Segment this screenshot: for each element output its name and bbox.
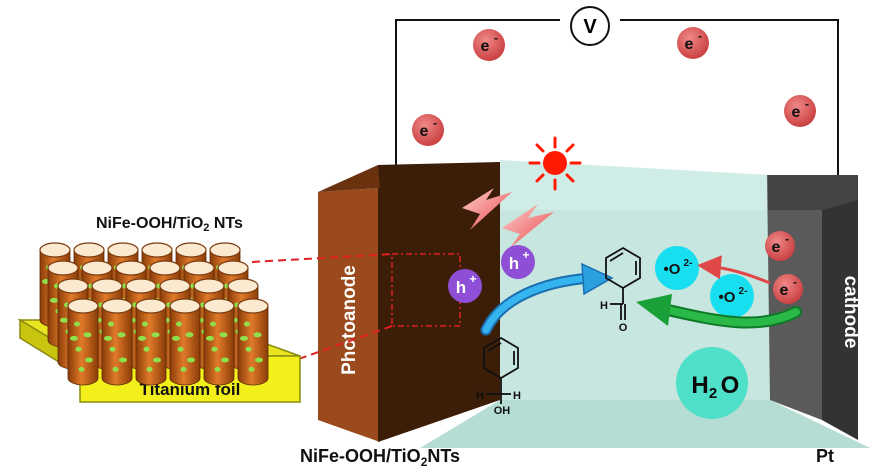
- green-arrow: [636, 294, 802, 329]
- nanotube: [135, 298, 167, 386]
- sun-icon: [528, 136, 582, 191]
- oxidation-arrow: [480, 262, 614, 336]
- svg-text:O: O: [721, 372, 740, 399]
- svg-text:h: h: [509, 254, 519, 273]
- svg-text:-: -: [433, 116, 437, 130]
- anode-material-label: NiFe-OOH/TiO2 NTs: [96, 215, 243, 234]
- svg-text:2: 2: [709, 385, 717, 402]
- external-circuit: [395, 19, 839, 190]
- photoanode-electrode: Photoanode: [318, 162, 500, 442]
- nanotube: [101, 298, 133, 386]
- nanotube: [169, 298, 201, 386]
- anode-material-bottom-label: NiFe-OOH/TiO2NTs: [300, 446, 460, 469]
- svg-text:•O: •O: [719, 289, 736, 306]
- zoom-lines: [251, 253, 393, 373]
- superoxide-radical: •O 2-: [655, 246, 699, 290]
- svg-text:H: H: [691, 372, 708, 399]
- nanotube: [203, 298, 235, 386]
- svg-text:-: -: [494, 31, 498, 45]
- benzaldehyde-molecule: [605, 246, 641, 320]
- alcohol-h-label: H: [513, 390, 521, 402]
- electron: e -: [473, 29, 505, 61]
- svg-text:e: e: [685, 36, 694, 53]
- cathode-label: cathode: [840, 276, 861, 349]
- svg-text:+: +: [469, 272, 476, 286]
- photoanode-label: Photoanode: [339, 265, 360, 375]
- svg-text:-: -: [785, 232, 789, 246]
- hole: h +: [501, 245, 535, 279]
- svg-text:e: e: [780, 282, 789, 299]
- nanotube: [67, 298, 99, 386]
- light-bolt-icon: [462, 188, 554, 248]
- reduction-arrow: [697, 255, 771, 285]
- svg-text:e: e: [792, 104, 801, 121]
- svg-text:-: -: [698, 29, 702, 43]
- nanotube-array: Titanium foil: [17, 242, 301, 403]
- electron: e -: [677, 27, 709, 59]
- alcohol-h-label: H: [476, 390, 484, 402]
- svg-text:e: e: [772, 239, 781, 256]
- electron: e -: [784, 95, 816, 127]
- nanotube: [237, 298, 269, 386]
- superoxide-radical: •O 2-: [710, 274, 754, 318]
- svg-text:h: h: [456, 278, 466, 297]
- cathode-bottom-label: Pt: [816, 446, 834, 466]
- svg-text:2-: 2-: [684, 258, 693, 269]
- electron: e -: [773, 274, 803, 304]
- hole: h +: [448, 269, 482, 303]
- svg-text:•O: •O: [664, 261, 681, 278]
- svg-text:-: -: [793, 275, 797, 289]
- aldehyde-h-label: H: [600, 300, 608, 312]
- water-molecule: H 2 O: [676, 347, 748, 419]
- electron: e -: [765, 231, 795, 261]
- voltmeter-label: V: [583, 16, 597, 38]
- benzyl-alcohol-molecule: [483, 336, 519, 404]
- aldehyde-o-label: O: [619, 322, 628, 334]
- svg-text:e: e: [420, 123, 429, 140]
- electron: e -: [412, 114, 444, 146]
- alcohol-oh-label: OH: [494, 405, 511, 417]
- svg-text:e: e: [481, 38, 490, 55]
- cathode-electrode: cathode: [767, 175, 861, 440]
- svg-text:2-: 2-: [739, 286, 748, 297]
- svg-text:+: +: [522, 248, 529, 262]
- svg-text:-: -: [805, 97, 809, 111]
- voltmeter: V: [570, 6, 610, 46]
